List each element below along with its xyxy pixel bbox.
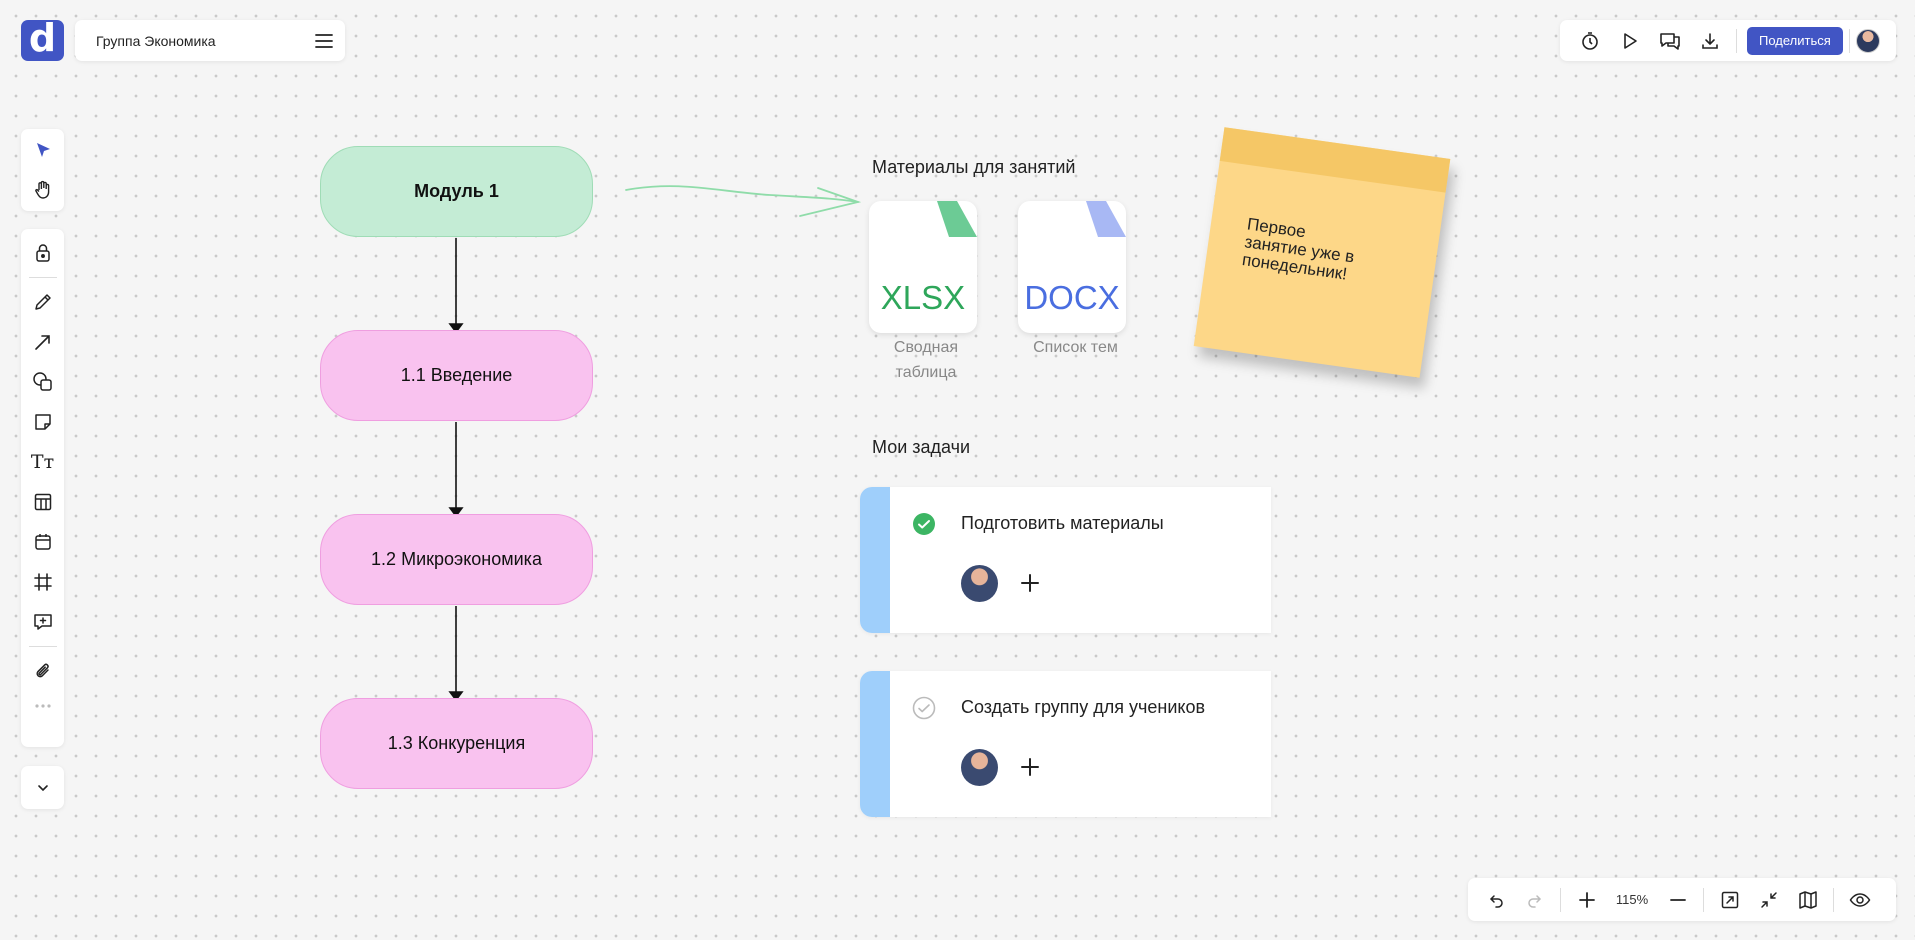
check-done-icon[interactable]	[912, 512, 936, 536]
divider	[1560, 887, 1561, 912]
connector-arrowhead	[448, 507, 464, 518]
toolbar-collapse	[21, 766, 64, 809]
flow-node[interactable]: 1.2 Микроэкономика	[320, 514, 593, 605]
node-label: Модуль 1	[414, 181, 499, 201]
map-icon[interactable]	[1788, 880, 1827, 920]
hand-icon[interactable]	[21, 170, 64, 210]
hamburger-menu-icon[interactable]	[315, 33, 333, 49]
bottom-toolbar: 115%	[1468, 878, 1896, 921]
shapes-icon[interactable]	[21, 362, 64, 402]
arrow-icon[interactable]	[21, 322, 64, 362]
connector-arrowhead	[448, 691, 464, 702]
board-title[interactable]: Группа Экономика	[96, 32, 216, 49]
share-button[interactable]: Поделиться	[1747, 26, 1843, 55]
sticky-note[interactable]: Первое занятие уже в понедельник!	[1193, 127, 1451, 378]
task-label[interactable]: Подготовить материалы	[961, 513, 1164, 533]
file-card-xlsx[interactable]: XLSX	[869, 201, 977, 333]
flow-node[interactable]: 1.3 Конкуренция	[320, 698, 593, 789]
node-label: 1.1 Введение	[400, 365, 513, 385]
zoom-level[interactable]: 115%	[1615, 892, 1649, 907]
divider	[28, 277, 57, 278]
attachment-icon[interactable]	[21, 651, 64, 691]
comment-add-icon[interactable]	[21, 602, 64, 642]
chevron-down-icon[interactable]	[21, 768, 64, 808]
divider	[1703, 887, 1704, 912]
node-label: 1.3 Конкуренция	[387, 733, 526, 753]
text-icon[interactable]: Tт	[30, 451, 55, 473]
toolbar-navigation	[21, 129, 64, 211]
toolbar-tools: Tт	[21, 229, 64, 747]
file-caption: Список тем	[1018, 335, 1133, 360]
task-card[interactable]: Создать группу для учеников	[860, 671, 1271, 817]
board-title-bar: Группа Экономика	[75, 20, 345, 61]
flow-node-module[interactable]: Модуль 1	[320, 146, 593, 237]
app-logo[interactable]: d	[21, 16, 64, 61]
file-caption-line: Сводная	[893, 339, 959, 356]
add-assignee-icon[interactable]	[1015, 752, 1045, 782]
task-stripe	[860, 487, 890, 633]
user-avatar[interactable]	[1855, 28, 1880, 53]
divider	[1833, 887, 1834, 912]
flow-node[interactable]: 1.1 Введение	[320, 330, 593, 421]
top-right-toolbar: Поделиться	[1560, 20, 1896, 61]
file-caption: Сводная таблица	[869, 335, 983, 385]
divider	[28, 646, 57, 647]
connector-arrowhead	[448, 323, 464, 334]
assignee-avatar[interactable]	[961, 749, 998, 786]
frame-icon[interactable]	[21, 562, 64, 602]
check-empty-icon[interactable]	[912, 696, 936, 720]
zoom-out-icon[interactable]	[1658, 880, 1697, 920]
pencil-icon[interactable]	[21, 282, 64, 322]
play-icon[interactable]	[1610, 21, 1650, 61]
file-caption-line: Список тем	[1033, 339, 1118, 356]
divider	[1736, 28, 1737, 53]
fit-screen-icon[interactable]	[1710, 880, 1749, 920]
assignee-avatar[interactable]	[961, 565, 998, 602]
eye-icon[interactable]	[1840, 880, 1879, 920]
task-label[interactable]: Создать группу для учеников	[961, 697, 1206, 717]
download-icon[interactable]	[1690, 21, 1730, 61]
table-icon[interactable]	[21, 482, 64, 522]
comments-icon[interactable]	[1650, 21, 1690, 61]
file-card-docx[interactable]: DOCX	[1018, 201, 1126, 333]
file-caption-line: таблица	[895, 364, 957, 381]
timer-icon[interactable]	[1570, 21, 1610, 61]
file-extension: DOCX	[1024, 279, 1120, 316]
undo-icon[interactable]	[1476, 880, 1515, 920]
task-card[interactable]: Подготовить материалы	[860, 487, 1271, 633]
file-corner-icon	[937, 201, 977, 237]
more-icon[interactable]	[21, 691, 64, 721]
node-label: 1.2 Микроэкономика	[371, 549, 542, 569]
task-stripe	[860, 671, 890, 817]
cursor-icon[interactable]	[21, 130, 64, 170]
sticky-icon[interactable]	[21, 402, 64, 442]
sticky-text: Первое занятие уже в понедельник!	[1241, 214, 1417, 292]
lock-icon[interactable]	[21, 233, 64, 273]
calendar-icon[interactable]	[21, 522, 64, 562]
materials-title: Материалы для занятий	[872, 157, 1076, 177]
tasks-title: Мои задачи	[872, 437, 971, 457]
logo-letter: d	[28, 16, 57, 60]
add-assignee-icon[interactable]	[1015, 568, 1045, 598]
zoom-in-icon[interactable]	[1567, 880, 1606, 920]
redo-icon[interactable]	[1515, 880, 1554, 920]
collapse-icon[interactable]	[1749, 880, 1788, 920]
divider	[1848, 28, 1850, 53]
freehand-arrow	[625, 185, 862, 217]
file-corner-icon	[1086, 201, 1126, 237]
file-extension: XLSX	[880, 279, 966, 316]
